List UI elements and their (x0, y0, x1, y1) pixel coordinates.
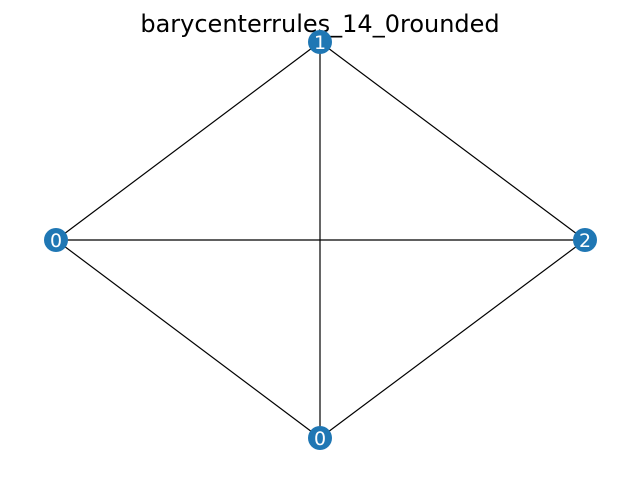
node-label-right: 2 (579, 230, 591, 252)
node-circle-bottom (308, 426, 332, 450)
nodes-layer: 1 0 2 0 (44, 30, 597, 450)
node-right: 2 (573, 228, 597, 252)
edge-left-bottom (55, 239, 321, 439)
node-circle-left (44, 228, 68, 252)
node-circle-right (573, 228, 597, 252)
edge-top-right (319, 41, 586, 241)
node-top: 1 (308, 30, 332, 54)
edge-right-bottom (319, 239, 586, 439)
node-bottom: 0 (308, 426, 332, 450)
node-circle-top (308, 30, 332, 54)
node-label-bottom: 0 (314, 428, 326, 450)
edge-top-left (55, 41, 321, 241)
edges-layer (55, 41, 586, 439)
node-label-left: 0 (50, 230, 62, 252)
node-label-top: 1 (314, 32, 326, 54)
node-left: 0 (44, 228, 68, 252)
